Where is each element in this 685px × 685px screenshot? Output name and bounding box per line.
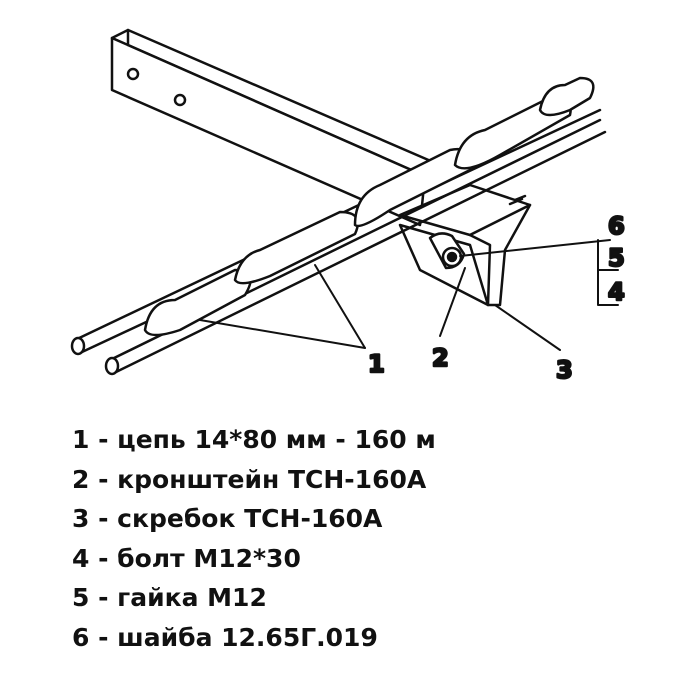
legend-item: 1 - цепь 14*80 мм - 160 м [72, 425, 436, 454]
chain [70, 76, 607, 376]
callout-5: 5 [608, 244, 625, 272]
leader-lines [199, 239, 619, 351]
callout-6: 6 [608, 212, 625, 240]
callout-2: 2 [432, 344, 449, 372]
legend-item: 6 - шайба 12.65Г.019 [72, 622, 378, 652]
legend-item: 5 - гайка М12 [72, 583, 267, 612]
parts-legend: 1 - цепь 14*80 мм - 160 м 2 - кронштейн … [72, 420, 436, 657]
beam [110, 28, 442, 227]
callout-3: 3 [556, 356, 573, 384]
legend-item: 4 - болт М12*30 [72, 543, 301, 573]
legend-item: 3 - скребок ТСН-160А [72, 504, 383, 533]
scraper-bracket [398, 183, 532, 307]
callout-1: 1 [368, 350, 385, 378]
legend-item: 2 - кронштейн ТСН-160А [72, 464, 427, 494]
callout-4: 4 [608, 278, 625, 306]
